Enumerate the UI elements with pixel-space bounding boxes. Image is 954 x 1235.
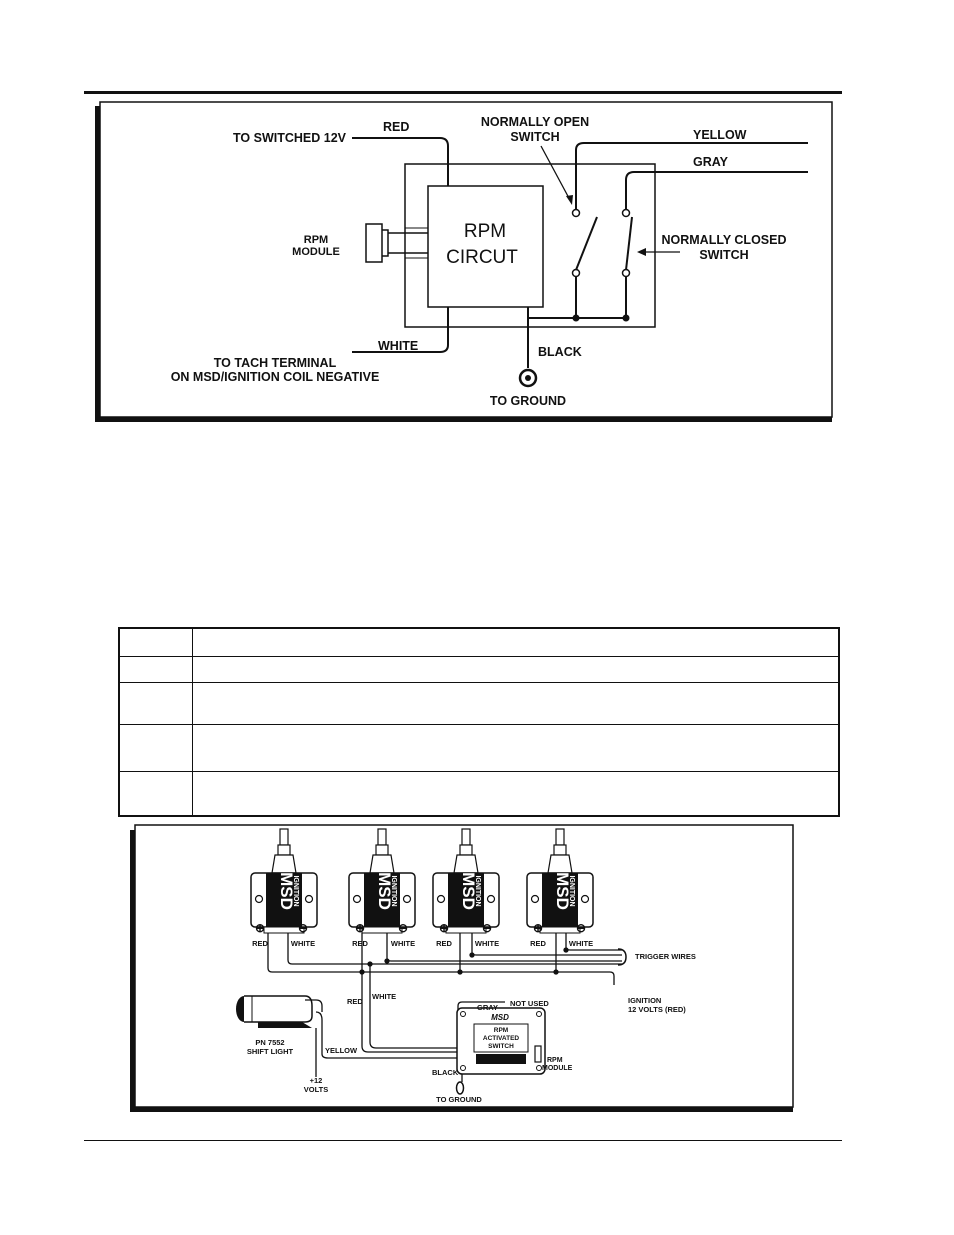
label-ignition-1: IGNITION: [628, 996, 661, 1005]
minus-terminal: ⊖: [298, 921, 308, 935]
red-wire: [361, 972, 458, 1053]
label-shift-light-1: PN 7552: [255, 1038, 284, 1047]
coil-white-label: WHITE: [291, 939, 315, 948]
label-red: RED: [383, 120, 409, 134]
footer-rule: [84, 1140, 842, 1141]
label-gray: GRAY: [693, 155, 729, 169]
label-not-used: NOT USED: [510, 999, 549, 1008]
coil-red-label: RED: [530, 939, 546, 948]
label-plus12-1: +12: [310, 1076, 323, 1085]
coil-brand: MSD: [277, 872, 296, 910]
ground-ring: [518, 368, 538, 388]
specification-table: [118, 627, 840, 817]
label-ignition-2: 12 VOLTS (RED): [628, 1005, 686, 1014]
rpm-module-plug: [534, 1045, 542, 1063]
label-yellow: YELLOW: [325, 1046, 358, 1055]
label-to-ground: TO GROUND: [436, 1095, 482, 1104]
ignition-coil-1: MSD IGNITION ⊕ ⊖ RED WHITE: [250, 828, 318, 948]
coil-red-label: RED: [436, 939, 452, 948]
switch-label-2: ACTIVATED: [483, 1035, 520, 1042]
minus-terminal: ⊖: [482, 921, 492, 935]
coil-white-label: WHITE: [569, 939, 593, 948]
switch-label-1: RPM: [494, 1027, 508, 1034]
ignition-coil-3: MSD IGNITION ⊕ ⊖ RED WHITE: [432, 828, 500, 948]
label-white: WHITE: [378, 339, 418, 353]
switch-brand: MSD: [491, 1013, 509, 1022]
label-trigger-wires: TRIGGER WIRES: [635, 952, 696, 961]
white-wire: [369, 964, 458, 1049]
yellow-wire: [315, 1011, 458, 1059]
label-white-wire: WHITE: [372, 992, 396, 1001]
rpm-circuit-label-2: CIRCUT: [446, 247, 518, 268]
rpm-circuit-label-1: RPM: [464, 221, 506, 242]
label-yellow: YELLOW: [693, 128, 747, 142]
label-to-tach-2: ON MSD/IGNITION COIL NEGATIVE: [171, 370, 380, 384]
label-rpm-module-1: RPM: [304, 234, 328, 246]
coil-sub: IGNITION: [474, 875, 481, 906]
label-normally-open-1: NORMALLY OPEN: [481, 115, 589, 129]
ignition-coil-2: MSD IGNITION ⊕ ⊖ RED WHITE: [348, 828, 416, 948]
normally-closed-switch: [625, 216, 633, 271]
gray-wire: [457, 1001, 505, 1042]
ignition-wires: [267, 933, 615, 985]
minus-terminal: ⊖: [398, 921, 408, 935]
label-to-switched-12v: TO SWITCHED 12V: [233, 131, 347, 145]
rpm-module-plug: [365, 223, 383, 263]
label-rpm-module-2: MODULE: [292, 246, 340, 258]
diagram1-frame: [99, 101, 833, 418]
white-wire: [352, 307, 449, 353]
red-wire: [352, 137, 449, 186]
plus-terminal: ⊕: [439, 921, 449, 935]
table-row: [120, 724, 838, 725]
label-shift-light-2: SHIFT LIGHT: [247, 1047, 294, 1056]
label-normally-closed-1: NORMALLY CLOSED: [661, 233, 786, 247]
table-row: [120, 656, 838, 657]
plus-terminal: ⊕: [355, 921, 365, 935]
label-gray: GRAY: [477, 1003, 498, 1012]
coil-wiring-diagram: MSD IGNITION ⊕ ⊖ RED WHITE MSD IGNITION …: [130, 824, 794, 1112]
coil-brand: MSD: [459, 872, 478, 910]
switch-enclosure: [404, 163, 656, 328]
label-black: BLACK: [432, 1068, 459, 1077]
plus-terminal: ⊕: [533, 921, 543, 935]
rpm-activated-switch: MSD RPM ACTIVATED SWITCH: [456, 1007, 546, 1075]
table-row: [120, 682, 838, 683]
minus-terminal: ⊖: [576, 921, 586, 935]
header-rule: [84, 91, 842, 94]
coil-brand: MSD: [553, 872, 572, 910]
ignition-coil-4: MSD IGNITION ⊕ ⊖ RED WHITE: [526, 828, 594, 948]
label-to-ground: TO GROUND: [490, 394, 566, 408]
label-normally-open-2: SWITCH: [510, 130, 559, 144]
coil-sub: IGNITION: [292, 875, 299, 906]
ground-terminal: [455, 1081, 465, 1095]
rpm-circuit-diagram: RPM CIRCUT RED TO SWITCHED 12V NORMALLY …: [95, 101, 833, 422]
coil-white-label: WHITE: [475, 939, 499, 948]
coil-red-label: RED: [352, 939, 368, 948]
coil-white-label: WHITE: [391, 939, 415, 948]
rpm-circuit-box: [427, 185, 544, 308]
normally-open-switch: [575, 216, 598, 271]
label-plus12-2: VOLTS: [304, 1085, 328, 1094]
shift-light: [236, 995, 323, 1028]
coil-red-label: RED: [252, 939, 268, 948]
yellow-wire: [575, 142, 808, 210]
gray-wire: [625, 171, 808, 210]
label-to-tach-1: TO TACH TERMINAL: [214, 356, 337, 370]
switch-label-3: SWITCH: [488, 1043, 514, 1050]
plus-terminal: ⊕: [255, 921, 265, 935]
coil-sub: IGNITION: [390, 875, 397, 906]
label-rpm-module-1: RPM: [547, 1057, 563, 1064]
coil-sub: IGNITION: [568, 875, 575, 906]
table-column-divider: [192, 629, 193, 815]
label-normally-closed-2: SWITCH: [699, 248, 748, 262]
label-rpm-module-2: MODULE: [542, 1065, 573, 1072]
coil-brand: MSD: [375, 872, 394, 910]
table-row: [120, 771, 838, 772]
label-black: BLACK: [538, 345, 582, 359]
label-red-wire: RED: [347, 997, 363, 1006]
